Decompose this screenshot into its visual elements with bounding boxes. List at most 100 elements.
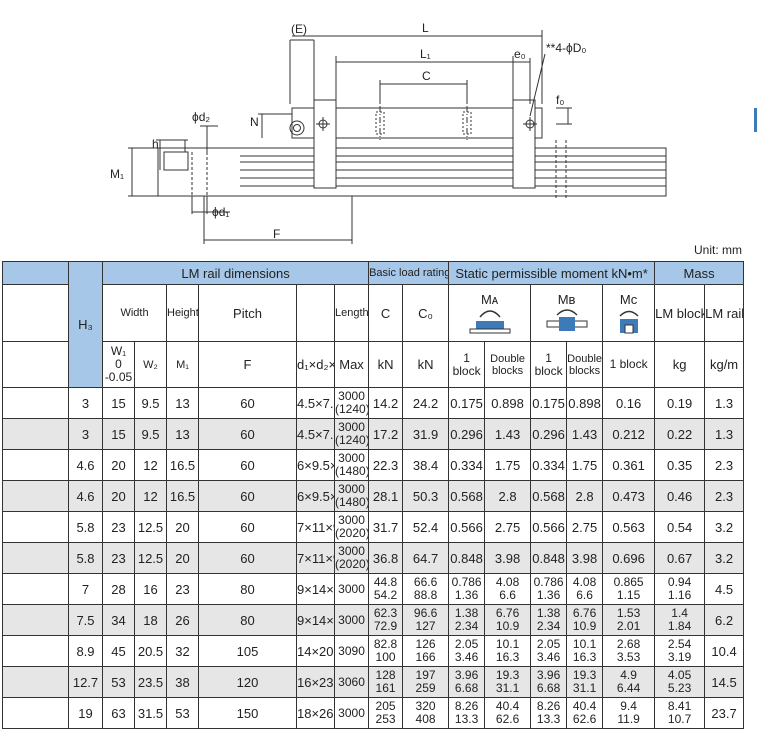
label-d2: ϕd₂: [192, 110, 210, 124]
cell-f: 105: [198, 635, 297, 667]
cell-block-mass: 0.67: [654, 542, 706, 574]
mc-label: Mᴄ: [619, 291, 638, 307]
table-row: 4.6201216.5606×9.5×8.53000(1480)28.150.3…: [2, 480, 744, 512]
cell-blank: [2, 418, 69, 450]
cell-mc: 0.212: [602, 418, 656, 450]
ma-header: Mᴀ: [448, 284, 532, 342]
moment-b-icon: [546, 308, 588, 331]
cell-w2: 12: [134, 480, 167, 512]
blank-header: [2, 261, 69, 285]
cell-w2: 12: [134, 449, 167, 481]
width-header: Width: [102, 284, 167, 342]
cell-mb-double: 2.8: [566, 480, 604, 512]
cell-w1: 53: [102, 666, 135, 698]
cell-length: 3090: [333, 635, 370, 667]
table-row: 5.82312.520607×11×93000(2020)36.864.70.8…: [2, 542, 744, 574]
accent-bar: [754, 108, 757, 132]
cell-c: 22.3: [368, 449, 404, 481]
label-d0: **4-ϕD₀: [546, 41, 586, 55]
cell-length: 3000(2020): [333, 511, 370, 543]
cell-f: 80: [198, 573, 297, 605]
cell-mb-one: 0.296: [530, 418, 568, 450]
cell-h3: 8.9: [68, 635, 103, 667]
cell-m1: 20: [166, 511, 199, 543]
cell-f: 60: [198, 511, 297, 543]
cell-f: 60: [198, 480, 297, 512]
cell-rail-mass: 1.3: [704, 418, 744, 450]
mass-header: Mass: [654, 261, 744, 285]
cell-h3: 12.7: [68, 666, 103, 698]
cell-d1d2h: 9×14×12: [296, 604, 335, 636]
cell-rail-mass: 10.4: [704, 635, 744, 667]
cell-blank: [2, 449, 69, 481]
cell-c: 14.2: [368, 387, 404, 419]
label-d1: ϕd₁: [212, 205, 229, 219]
cell-m1: 32: [166, 635, 199, 667]
label-e: (E): [291, 22, 307, 36]
cell-rail-mass: 23.7: [704, 697, 744, 729]
cell-w1: 45: [102, 635, 135, 667]
cell-block-mass: 0.35: [654, 449, 706, 481]
cell-mc: 0.361: [602, 449, 656, 481]
cell-mb-double: 0.898: [566, 387, 604, 419]
blank-header-4: [2, 341, 69, 388]
cell-ma-double: 2.75: [484, 511, 532, 543]
cell-h3: 7.5: [68, 604, 103, 636]
cell-h3: 19: [68, 697, 103, 729]
cell-w2: 9.5: [134, 387, 167, 419]
cell-ma-one: 0.175: [448, 387, 486, 419]
table-row: 8.94520.53210514×20×17309082.81001261662…: [2, 635, 744, 667]
cell-c0: 38.4: [402, 449, 450, 481]
cell-mb-one: 0.566: [530, 511, 568, 543]
pitch-header: Pitch: [198, 284, 297, 342]
unit-label: Unit: mm: [694, 243, 742, 257]
label-f0: f₀: [556, 93, 564, 107]
mc-one-header: 1 block: [602, 341, 656, 388]
label-n: N: [250, 115, 259, 129]
label-h: h: [152, 137, 159, 151]
cell-rail-mass: 14.5: [704, 666, 744, 698]
cell-d1d2h: 9×14×12: [296, 573, 335, 605]
cell-blank: [2, 511, 69, 543]
cell-h3: 7: [68, 573, 103, 605]
cell-c0: 24.2: [402, 387, 450, 419]
mb-one-header: 1 block: [530, 341, 568, 388]
cell-w2: 9.5: [134, 418, 167, 450]
f-header: F: [198, 341, 297, 388]
label-f: F: [273, 227, 280, 241]
rail-profile: [157, 147, 667, 197]
cell-mc: 0.563: [602, 511, 656, 543]
table-row: 4.6201216.5606×9.5×8.53000(1480)22.338.4…: [2, 449, 744, 481]
cell-blank: [2, 635, 69, 667]
static-moment-header: Static permissible moment kN•m*: [448, 261, 656, 285]
cell-h3: 5.8: [68, 542, 103, 574]
cell-m1: 53: [166, 697, 199, 729]
cell-c0: 64.7: [402, 542, 450, 574]
h3-header: H₃: [68, 261, 103, 388]
cell-d1d2h: 6×9.5×8.5: [296, 449, 335, 481]
cell-length: 3000: [333, 573, 370, 605]
cell-h3: 5.8: [68, 511, 103, 543]
cell-w1: 23: [102, 542, 135, 574]
cell-length: 3000(1480): [333, 449, 370, 481]
cell-ma-one: 0.568: [448, 480, 486, 512]
cell-rail-mass: 2.3: [704, 449, 744, 481]
cell-length: 3000(2020): [333, 542, 370, 574]
